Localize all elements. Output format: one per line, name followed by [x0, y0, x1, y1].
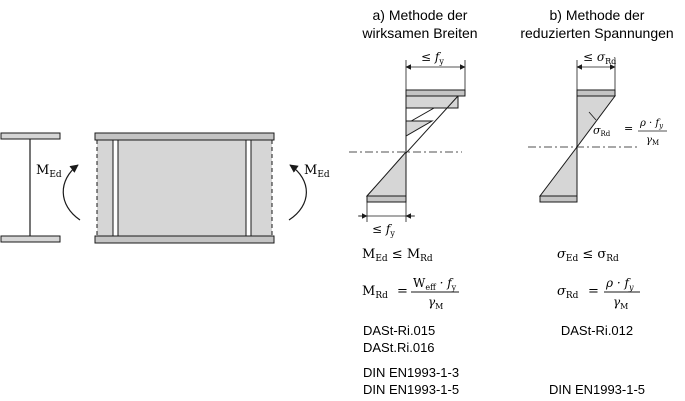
sigma-limit-top: ≤ σRd: [583, 50, 616, 66]
formula-a-check: MEd ≤ MRd: [362, 247, 433, 264]
svg-text:wirksamen Breiten: wirksamen Breiten: [361, 25, 477, 41]
svg-text:=: =: [624, 122, 633, 135]
svg-text:DIN EN1993-1-3: DIN EN1993-1-3: [363, 365, 459, 380]
i-beam-section: [0, 132, 61, 243]
sigma-rd-annotation: σRd = ρ · fy γM: [593, 118, 667, 147]
svg-text:σRd: σRd: [593, 124, 611, 138]
formula-b-check: σEd ≤ σRd: [557, 247, 619, 264]
svg-text:b) Methode der: b) Methode der: [550, 7, 645, 23]
formula-a-resistance: MRd = Weff · fy γM: [362, 276, 459, 311]
references-b: DASt-Ri.012 DIN EN1993-1-5: [549, 323, 645, 397]
svg-text:ρ · fy: ρ · fy: [639, 118, 664, 130]
heading-method-b: b) Methode der reduzierten Spannungen: [520, 7, 673, 41]
svg-text:a) Methode der: a) Methode der: [373, 7, 468, 23]
moment-label-right: MEd: [304, 163, 330, 180]
svg-text:MRd: MRd: [362, 284, 388, 301]
svg-text:DASt-Ri.015: DASt-Ri.015: [363, 323, 435, 338]
svg-text:Weff · fy: Weff · fy: [413, 276, 457, 292]
svg-text:σRd: σRd: [557, 284, 579, 301]
fy-limit-bottom: ≤ fy: [372, 222, 395, 238]
stress-diagram-a: [349, 60, 466, 222]
svg-text:=: =: [588, 284, 599, 299]
svg-text:reduzierten Spannungen: reduzierten Spannungen: [520, 25, 673, 41]
moment-arrow-left: [62, 164, 81, 221]
fy-limit-top: ≤ fy: [421, 50, 444, 66]
moment-arrow-right: [288, 164, 307, 221]
references-a: DASt-Ri.015 DASt.Ri.016 DIN EN1993-1-3 D…: [363, 323, 459, 397]
girder-panel: [94, 132, 275, 244]
stress-diagram-b: [528, 60, 640, 203]
svg-text:DIN EN1993-1-5: DIN EN1993-1-5: [363, 382, 459, 397]
svg-text:DASt-Ri.012: DASt-Ri.012: [561, 323, 633, 338]
svg-text:γM: γM: [613, 295, 628, 311]
svg-text:DIN EN1993-1-5: DIN EN1993-1-5: [549, 382, 645, 397]
heading-method-a: a) Methode der wirksamen Breiten: [361, 7, 477, 41]
formula-b-resistance: σRd = ρ · fy γM: [557, 276, 640, 311]
svg-text:γM: γM: [646, 135, 659, 147]
moment-label-left: MEd: [36, 163, 62, 180]
svg-text:=: =: [397, 284, 408, 299]
svg-text:DASt.Ri.016: DASt.Ri.016: [363, 340, 435, 355]
svg-text:ρ · fy: ρ · fy: [605, 276, 634, 292]
svg-text:γM: γM: [428, 295, 443, 311]
